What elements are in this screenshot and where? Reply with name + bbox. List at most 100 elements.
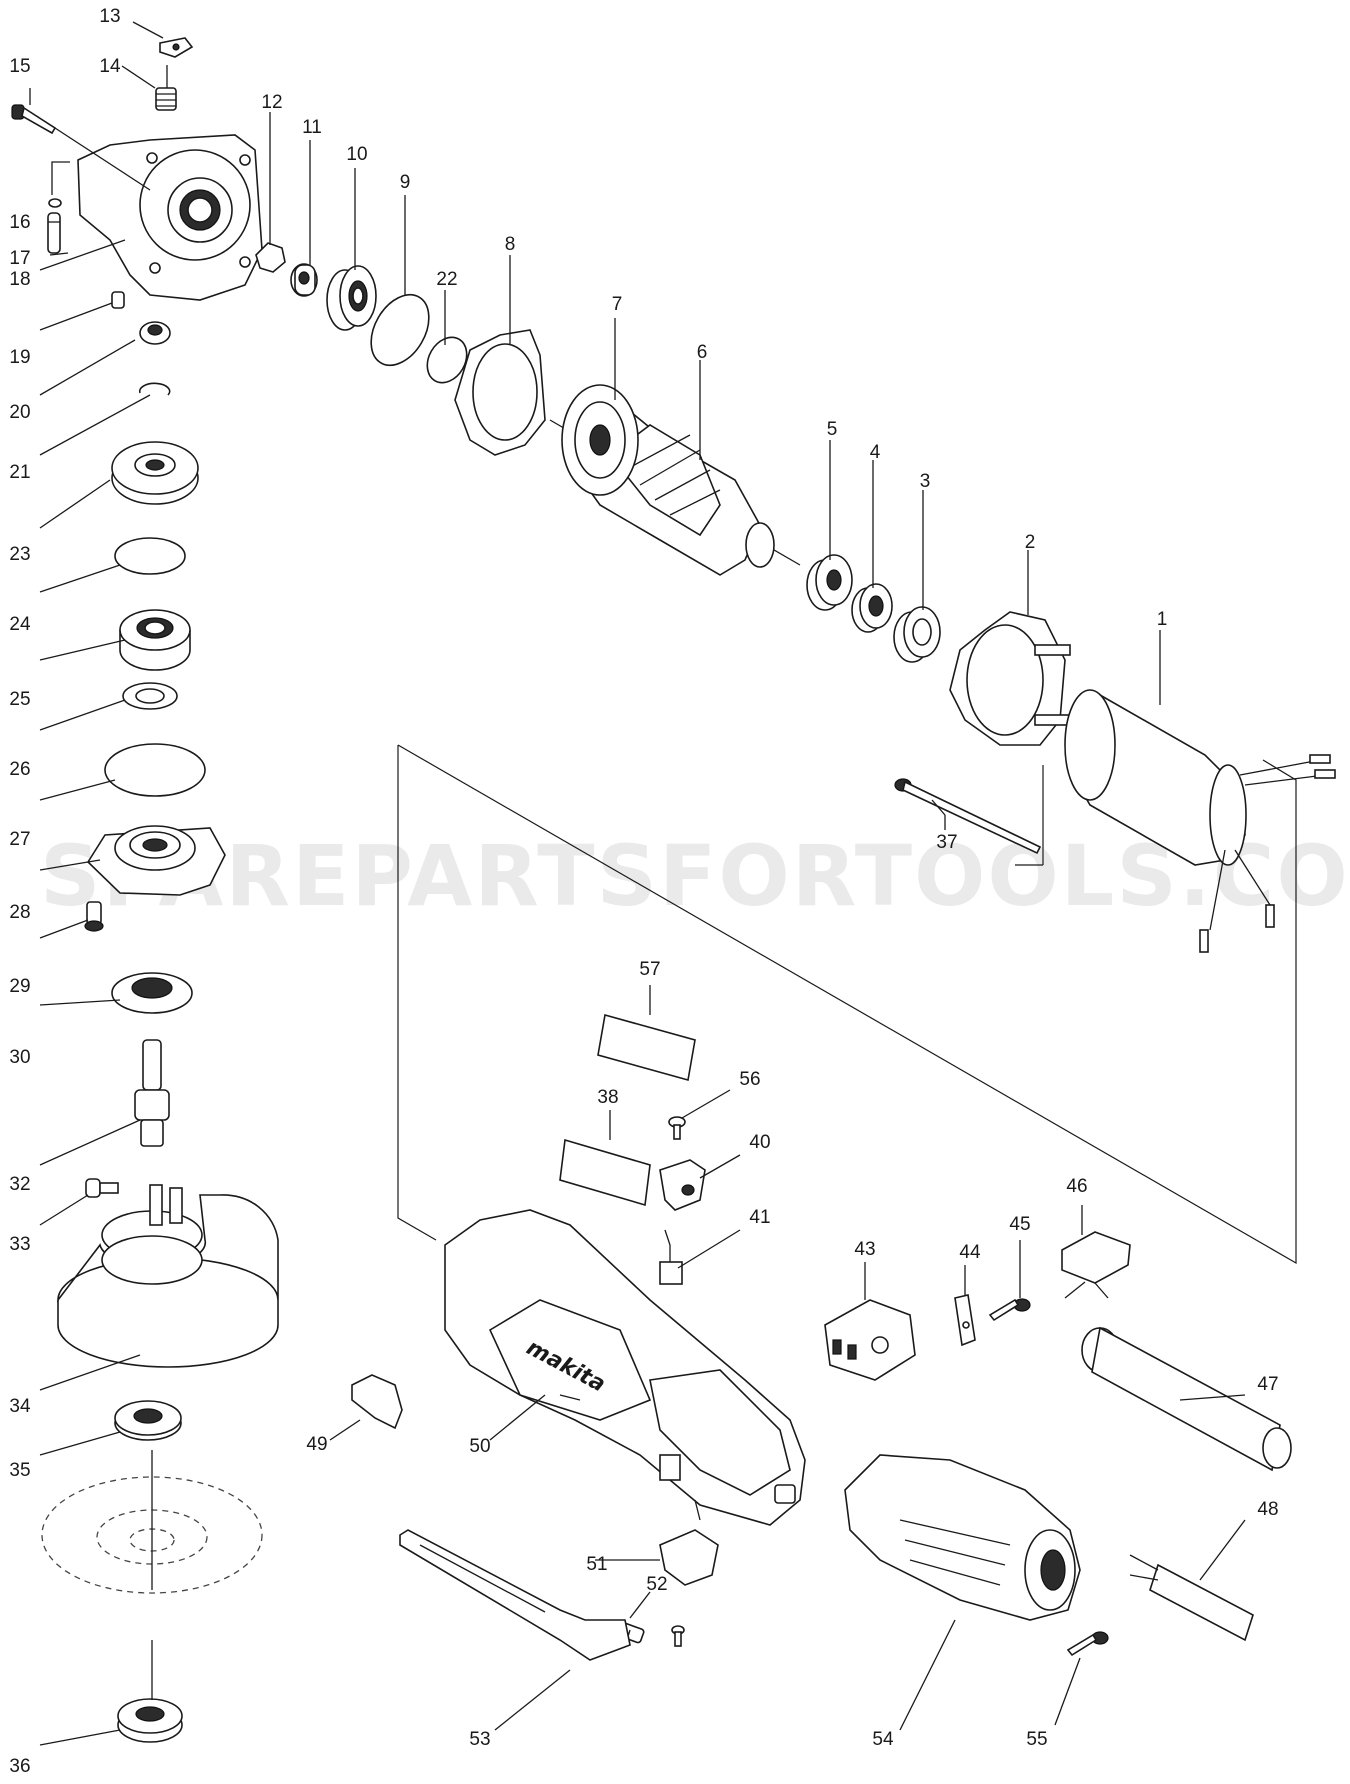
leader-lines [29, 21, 1246, 1746]
part-27-o-ring [104, 743, 206, 797]
label-32: 32 [9, 1174, 30, 1195]
part-35-inner-flange [114, 1400, 182, 1441]
label-18: 18 [9, 269, 30, 290]
part-11-pinion [290, 263, 318, 297]
part-28-bearing-box [86, 825, 226, 896]
label-44: 44 [959, 1242, 981, 1263]
label-1: 1 [1157, 609, 1168, 630]
part-55-screw [1066, 1631, 1109, 1657]
part-43-switch [824, 1299, 916, 1381]
part-10-bearing [326, 265, 377, 331]
part-23-bevel-gear [111, 441, 199, 505]
label-27: 27 [9, 829, 30, 850]
label-48: 48 [1257, 1499, 1278, 1520]
part-8-baffle-plate [454, 329, 546, 456]
part-9-o-ring [370, 293, 430, 367]
label-56: 56 [739, 1069, 760, 1090]
label-51: 51 [586, 1554, 607, 1575]
part-32-spindle [134, 1039, 170, 1147]
part-24-ring [114, 537, 186, 575]
label-34: 34 [9, 1396, 31, 1417]
part-48-cord [1129, 1554, 1254, 1642]
label-53: 53 [469, 1729, 490, 1750]
label-16: 16 [9, 212, 30, 233]
part-34-wheel-guard [57, 1184, 279, 1368]
part-26-washer [122, 682, 178, 710]
part-37-long-screw [894, 778, 1042, 855]
part-13-cap [159, 37, 194, 58]
label-22: 22 [436, 269, 457, 290]
label-6: 6 [697, 342, 708, 363]
label-45: 45 [1009, 1214, 1030, 1235]
label-3: 3 [920, 471, 931, 492]
label-20: 20 [9, 402, 30, 423]
label-13: 13 [99, 6, 120, 27]
label-4: 4 [870, 442, 881, 463]
part-36-lock-nut [117, 1640, 183, 1743]
part-30-labyrinth-ring [111, 972, 193, 1014]
label-5: 5 [827, 419, 838, 440]
label-23: 23 [9, 544, 30, 565]
label-35: 35 [9, 1460, 30, 1481]
label-29: 29 [9, 976, 30, 997]
part-14-spring [155, 87, 177, 111]
label-43: 43 [854, 1239, 875, 1260]
label-37: 37 [936, 832, 957, 853]
part-53-switch-lever [399, 1529, 631, 1661]
part-19-set-screw [111, 291, 125, 309]
part-15-screw [11, 104, 57, 135]
label-12: 12 [261, 92, 282, 113]
label-36: 36 [9, 1756, 30, 1777]
label-46: 46 [1066, 1176, 1087, 1197]
watermark: SPAREPARTSFORTOOLS.COM.AU [40, 827, 1350, 925]
part-57-label [597, 1013, 696, 1082]
part-5-bearing [806, 554, 853, 611]
part-21-retaining-ring [138, 382, 171, 396]
part-7-fan [561, 384, 639, 496]
part-12-nut [255, 242, 286, 273]
part-2-fan-guide [949, 611, 1071, 746]
frame-right [397, 744, 1297, 1265]
label-57: 57 [639, 959, 660, 980]
label-30: 30 [9, 1047, 30, 1068]
label-25: 25 [9, 689, 30, 710]
frame-left [397, 745, 437, 1241]
label-55: 55 [1026, 1729, 1047, 1750]
part-16-ring [48, 198, 62, 208]
label-52: 52 [646, 1574, 667, 1595]
label-40: 40 [749, 1132, 770, 1153]
label-33: 33 [9, 1234, 30, 1255]
part-51-brush-holder [659, 1454, 719, 1586]
part-45-screw [988, 1298, 1031, 1322]
label-41: 41 [749, 1207, 770, 1228]
label-38: 38 [597, 1087, 618, 1108]
part-41-carbon-brush [659, 1229, 683, 1285]
part-40-brush-holder [659, 1159, 706, 1211]
part-1-stator [1064, 689, 1336, 953]
label-47: 47 [1257, 1374, 1278, 1395]
part-46-noise-suppressor [1061, 1231, 1131, 1299]
part-56-screw [668, 1116, 686, 1140]
label-49: 49 [306, 1434, 327, 1455]
part-22-ring [426, 336, 468, 384]
part-29-screw [84, 901, 104, 932]
part-20-bearing [139, 321, 171, 345]
label-7: 7 [612, 294, 623, 315]
part-44-clamp [954, 1294, 976, 1347]
label-8: 8 [505, 234, 516, 255]
part-49-lock-button [351, 1374, 403, 1430]
label-19: 19 [9, 347, 30, 368]
label-15: 15 [9, 56, 30, 77]
part-50-motor-housing: makita [444, 1209, 806, 1526]
label-14: 14 [99, 56, 121, 77]
part-3-insulation-ring [893, 606, 941, 663]
label-54: 54 [872, 1729, 894, 1750]
label-17: 17 [9, 248, 30, 269]
label-2: 2 [1025, 532, 1036, 553]
label-50: 50 [469, 1436, 490, 1457]
part-33-screw [85, 1178, 119, 1198]
part-18-gear-housing [77, 134, 263, 301]
label-11: 11 [302, 117, 322, 138]
